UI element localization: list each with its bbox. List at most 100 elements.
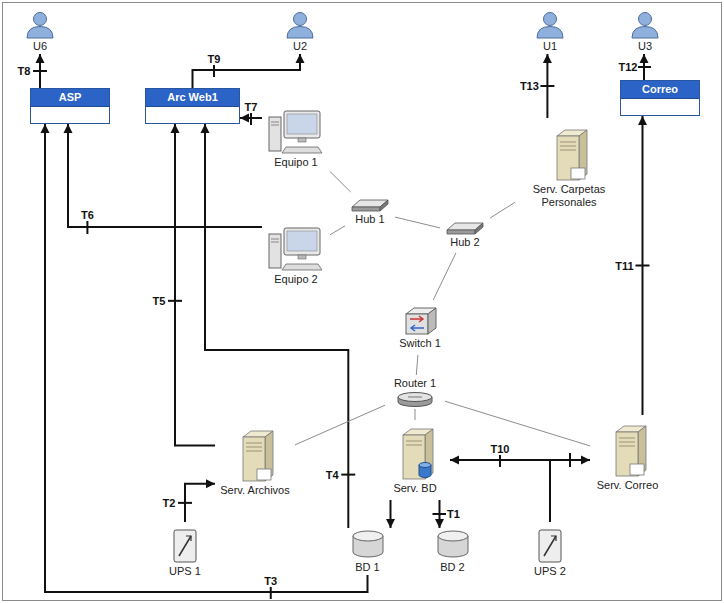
arrow-head (206, 479, 215, 488)
arrow-head (240, 114, 249, 123)
node-label: Switch 1 (399, 337, 441, 350)
node-label: Serv. Correo (597, 479, 659, 492)
icon-wrap (25, 11, 55, 39)
node-label: Equipo 2 (274, 273, 317, 286)
icon-wrap (266, 109, 326, 155)
flow-arrow (637, 54, 651, 80)
ups-icon (536, 528, 564, 564)
user-node: U1 (530, 8, 570, 54)
connector-line (395, 217, 440, 228)
ups-node: UPS 1 (160, 522, 210, 582)
flow-arrow (433, 500, 447, 528)
node-label: ASP (59, 91, 82, 104)
arrow-head (450, 456, 459, 465)
icon-wrap (536, 528, 564, 564)
transfer-label: T7 (244, 101, 259, 113)
node-label: Serv. Archivos (220, 484, 290, 497)
ups-icon (171, 528, 199, 564)
app-body (146, 107, 239, 123)
transfer-label: T5 (152, 295, 167, 307)
tick-mark (540, 85, 554, 87)
user-icon (25, 11, 55, 39)
transfer-label: T9 (207, 53, 222, 65)
arrow-head (296, 54, 305, 63)
node-label: BD 2 (440, 561, 464, 574)
connector-line (450, 460, 550, 522)
network-link (295, 405, 385, 445)
flow-arrow (636, 116, 650, 415)
icon-wrap (266, 226, 326, 272)
server-icon (549, 128, 589, 182)
tick-mark (433, 513, 447, 515)
arrow-head (201, 124, 210, 133)
icon-wrap (395, 391, 435, 407)
network-link (395, 217, 440, 228)
flow-arrow (450, 453, 550, 522)
icon-wrap (402, 306, 438, 336)
node-label: UPS 1 (169, 565, 201, 578)
flow-arrow (178, 479, 215, 522)
connector-line (68, 124, 262, 227)
flow-arrow (240, 111, 262, 125)
node-label: Correo (642, 83, 678, 96)
switch-node: Switch 1 (390, 300, 450, 355)
ups-node: UPS 2 (525, 522, 575, 582)
connector-line (205, 124, 348, 528)
flow-arrow (201, 124, 356, 528)
user-node: U6 (20, 8, 60, 54)
icon-wrap (434, 530, 472, 560)
app-box: Correo (620, 80, 700, 116)
arrow-head (386, 519, 395, 528)
connector-line (416, 355, 418, 375)
node-label: U2 (293, 40, 307, 53)
server-node: Serv. Carpetas Personales (515, 118, 623, 218)
transfer-label: T1 (446, 508, 461, 520)
app-box: Arc Web1 (145, 88, 240, 124)
arrow-head (64, 124, 73, 133)
tick-mark (86, 220, 88, 234)
user-node: U3 (625, 8, 665, 54)
app-body (31, 107, 109, 123)
tick-mark (341, 474, 355, 476)
server-node: Serv. Correo (590, 415, 665, 500)
serverdb-icon (395, 427, 435, 481)
node-label: Serv. Carpetas Personales (515, 183, 623, 209)
network-link (330, 172, 351, 193)
network-link (445, 401, 590, 446)
connector-line (433, 253, 456, 300)
arrow-head (171, 124, 180, 133)
transfer-label: T4 (325, 469, 340, 481)
node-label: UPS 2 (534, 565, 566, 578)
icon-wrap (445, 221, 485, 235)
flow-arrow (386, 500, 395, 528)
transfer-label: T2 (162, 497, 177, 509)
icon-wrap (549, 128, 589, 182)
db-icon (434, 530, 472, 560)
node-label: Arc Web1 (167, 91, 218, 104)
hub-node: Hub 1 (345, 192, 395, 230)
database-node: BD 1 (340, 528, 395, 575)
network-link (490, 202, 515, 218)
node-label: Router 1 (394, 377, 436, 390)
hub-node: Hub 2 (440, 215, 490, 253)
icon-wrap (235, 429, 275, 483)
connector-line (330, 226, 345, 235)
transfer-label: T6 (80, 209, 95, 221)
connector-line (550, 460, 590, 522)
frame-rect (3, 3, 722, 601)
transfer-label: T11 (614, 260, 634, 272)
arrow-head (435, 519, 444, 528)
arrow-head (41, 124, 50, 133)
app-header: Correo (621, 81, 699, 99)
connector-line (175, 124, 215, 446)
connector-line (490, 202, 515, 218)
tick-mark (569, 453, 571, 467)
user-icon (535, 11, 565, 39)
tick-mark (168, 300, 182, 302)
transfer-label: T10 (490, 443, 511, 455)
flow-arrow (540, 54, 554, 118)
pc-icon (266, 226, 326, 272)
app-header: Arc Web1 (146, 89, 239, 107)
arrow-head (640, 54, 649, 63)
hub-icon (445, 221, 485, 235)
